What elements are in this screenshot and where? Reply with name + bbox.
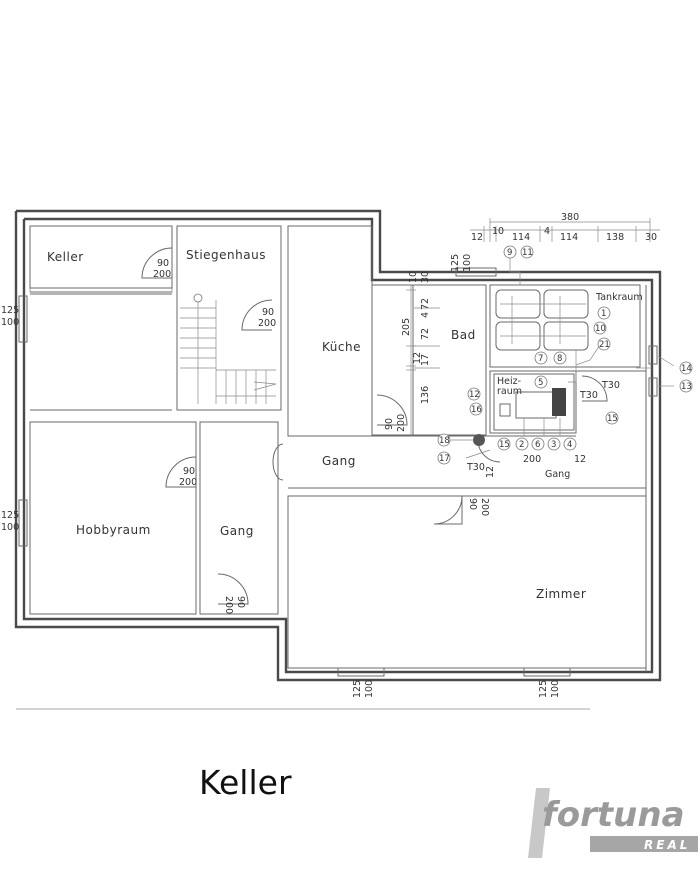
dim-bad-4: 4 (420, 312, 431, 318)
fire-door-t30-a: T30 (466, 462, 485, 473)
top-dimension-chain (470, 218, 660, 242)
windows (18, 267, 658, 677)
marker-8: 8 (557, 354, 562, 364)
marker-7: 7 (538, 354, 543, 364)
marker-3: 3 (551, 440, 556, 450)
dim-small-10: 10 (408, 271, 419, 283)
door-dim-90-zimmer: 90 (467, 498, 478, 510)
window-dim-100-e: 100 (462, 254, 473, 272)
marker-2: 2 (519, 440, 524, 450)
window-dim-100-a: 100 (1, 317, 19, 328)
room-label-keller: Keller (47, 250, 84, 264)
marker-17: 17 (439, 454, 450, 464)
room-label-gang-right: Gang (545, 469, 570, 480)
top-dimension-labels: 380 12 10 114 4 114 138 30 10 30 (408, 212, 657, 283)
dim-bad-72-a: 72 (420, 298, 431, 310)
oil-tanks (495, 289, 589, 351)
door-dim-90-kueche: 90 (384, 418, 395, 430)
marker-14: 14 (681, 364, 692, 374)
door-dim-90-stairs: 90 (262, 307, 274, 318)
plan-caption: Keller (199, 763, 292, 802)
room-label-tankraum: Tankraum (595, 292, 643, 303)
door-dim-200-hobby: 200 (179, 477, 197, 488)
marker-18: 18 (439, 436, 450, 446)
door-dim-90-hobby: 90 (183, 466, 195, 477)
dim-gang-200: 200 (523, 454, 541, 465)
dim-bad-205: 205 (401, 318, 412, 336)
door-dim-90-keller: 90 (157, 258, 169, 269)
marker-15-b: 15 (499, 440, 510, 450)
room-label-kueche: Küche (322, 340, 361, 354)
piping (450, 258, 675, 459)
marker-15-a: 15 (607, 414, 618, 424)
window-dim-125-b: 125 (1, 510, 19, 521)
marker-4: 4 (567, 440, 572, 450)
door-dim-200-keller: 200 (153, 269, 171, 280)
window-dim-100-c: 100 (364, 680, 375, 698)
window-dim-125-a: 125 (1, 305, 19, 316)
door-dim-90-gang: 90 (235, 596, 246, 608)
dim-top-10: 10 (492, 226, 504, 237)
bad-dimension-labels: 205 72 4 72 12 17 136 (401, 298, 431, 404)
room-label-stiegenhaus: Stiegenhaus (186, 248, 266, 262)
fire-door-t30-c: T30 (601, 380, 620, 391)
dim-top-30: 30 (645, 232, 657, 243)
marker-13: 13 (681, 382, 692, 392)
marker-9: 9 (507, 248, 512, 258)
room-label-hobbyraum: Hobbyraum (76, 523, 151, 537)
marker-1: 1 (601, 309, 606, 319)
fire-door-t30-b: T30 (579, 390, 598, 401)
marker-5: 5 (538, 378, 543, 388)
door-dim-200-gang: 200 (223, 596, 234, 614)
marker-21: 21 (599, 340, 610, 350)
dim-top-114-b: 114 (560, 232, 578, 243)
window-dim-125-c: 125 (352, 680, 363, 698)
bad-dimension-chain (406, 285, 440, 435)
boiler (473, 388, 566, 446)
logo-brand-text: fortuna (542, 795, 685, 835)
doors (141, 247, 608, 605)
marker-10: 10 (595, 324, 606, 334)
dim-bad-17: 17 (420, 354, 431, 366)
outer-walls (14, 209, 662, 682)
window-dim-100-b: 100 (1, 522, 19, 533)
dim-gang-12: 12 (574, 454, 586, 465)
dim-top-138: 138 (606, 232, 624, 243)
dim-top-total: 380 (561, 212, 579, 223)
window-dimensions: 125 100 125 100 125 100 125 100 125 100 (1, 254, 561, 698)
dim-top-114-a: 114 (512, 232, 530, 243)
window-dim-100-d: 100 (550, 680, 561, 698)
dim-bad-136: 136 (420, 386, 431, 404)
marker-16: 16 (471, 405, 482, 415)
room-label-gang-mid: Gang (322, 454, 356, 468)
room-label-bad: Bad (451, 328, 476, 342)
marker-12: 12 (469, 390, 480, 400)
fortuna-logo: fortuna REAL (528, 788, 698, 858)
door-dimensions: 90 200 90 200 90 200 90 200 90 200 90 20… (153, 258, 490, 614)
room-label-heizraum-2: raum (497, 386, 522, 397)
staircase (180, 293, 277, 404)
legend-markers: 1 2 3 4 5 6 7 8 9 10 11 12 13 14 15 15 1… (437, 245, 693, 465)
dim-bad-72-b: 72 (420, 328, 431, 340)
door-dim-200-stairs: 200 (258, 318, 276, 329)
room-label-heizraum-1: Heiz- (497, 376, 521, 387)
room-label-zimmer: Zimmer (536, 587, 586, 601)
room-label-gang-left: Gang (220, 524, 254, 538)
window-dim-125-d: 125 (538, 680, 549, 698)
marker-6: 6 (535, 440, 540, 450)
marker-11: 11 (522, 248, 533, 258)
dim-gang-12-b: 12 (485, 466, 496, 478)
logo-sub-text: REAL (644, 838, 690, 852)
door-dim-200-zimmer: 200 (479, 498, 490, 516)
window-dim-125-e: 125 (450, 254, 461, 272)
interior-walls (16, 225, 647, 710)
door-dim-200-kueche: 200 (396, 414, 407, 432)
dim-bad-12: 12 (412, 352, 423, 364)
dim-small-30: 30 (420, 271, 431, 283)
dim-top-12: 12 (471, 232, 483, 243)
dim-top-4: 4 (544, 226, 550, 237)
